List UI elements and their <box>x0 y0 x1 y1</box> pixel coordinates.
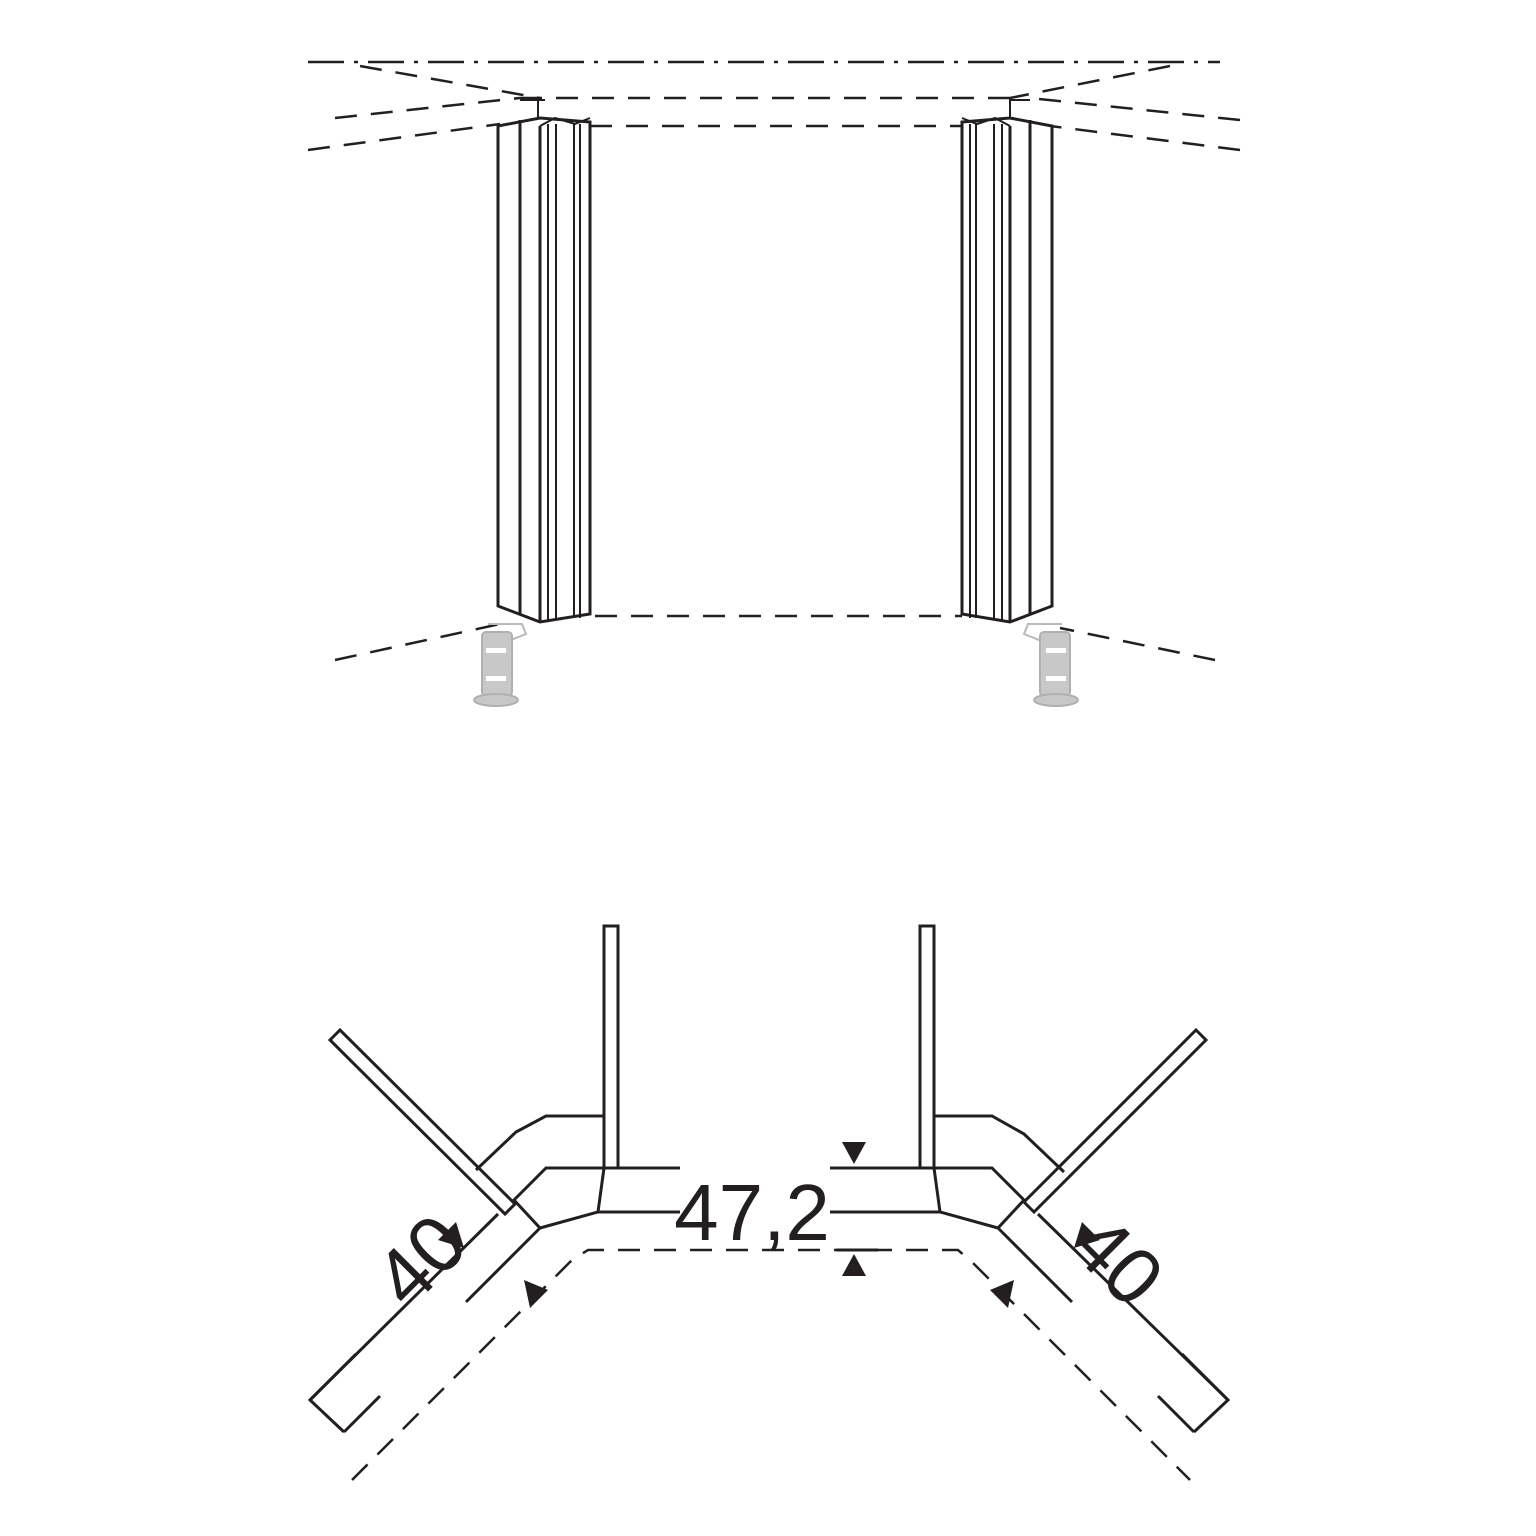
front-dashed-contour <box>351 1248 1191 1481</box>
plan-view: 47,2 40 40 <box>307 924 1231 1481</box>
left-side-panel <box>602 924 620 1170</box>
right-corner-pillar <box>960 116 1054 624</box>
right-adjustable-foot <box>1022 623 1079 707</box>
right-back-contour <box>934 1114 1066 1174</box>
left-adjustable-foot <box>473 623 528 707</box>
dim-arrow-left-outer <box>438 1222 464 1248</box>
left-corner-pillar <box>496 116 592 624</box>
top-reference-lines <box>307 60 1241 662</box>
dim-arrow-center-bottom <box>842 1254 866 1276</box>
right-diagonal-panel <box>1021 1027 1209 1215</box>
dim-arrow-center-top <box>842 1142 866 1164</box>
dim-label-center: 47,2 <box>674 1168 830 1257</box>
left-diagonal-panel <box>327 1027 518 1217</box>
left-top-bracket <box>520 98 545 120</box>
left-pillar-profile <box>511 1166 606 1230</box>
right-pillar-profile <box>932 1166 1027 1230</box>
right-top-bracket <box>1009 98 1030 120</box>
perspective-view <box>307 60 1241 707</box>
dim-label-left: 40 <box>357 1197 483 1323</box>
dim-arrow-left-inner <box>524 1280 548 1308</box>
right-side-panel <box>918 924 936 1170</box>
left-back-contour <box>474 1114 604 1172</box>
dim-label-right: 40 <box>1055 1197 1181 1323</box>
dim-arrow-right-inner <box>990 1280 1014 1308</box>
dim-arrow-right-outer <box>1074 1222 1100 1248</box>
